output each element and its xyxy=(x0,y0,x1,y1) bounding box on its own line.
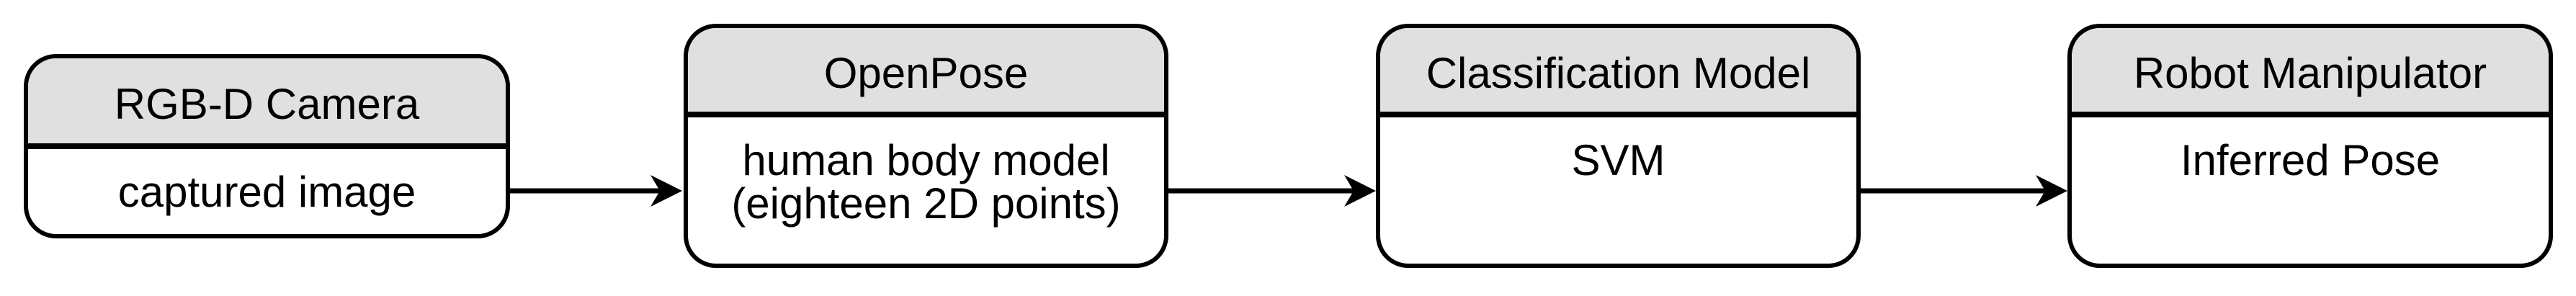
node-body: SVM xyxy=(1380,117,1856,182)
node-body: captured image xyxy=(28,149,506,214)
node-openpose: OpenPose human body model (eighteen 2D p… xyxy=(684,24,1168,268)
node-body: human body model (eighteen 2D points) xyxy=(688,117,1164,225)
node-body-line: Inferred Pose xyxy=(2180,136,2441,184)
node-title: RGB-D Camera xyxy=(28,58,506,149)
flow-arrow-2 xyxy=(1168,175,1376,207)
node-body-line: human body model xyxy=(742,136,1110,184)
flow-arrow-3 xyxy=(1861,175,2067,207)
node-body-line: (eighteen 2D points) xyxy=(731,179,1121,228)
node-classification-model: Classification Model SVM xyxy=(1376,24,1861,268)
node-rgbd-camera: RGB-D Camera captured image xyxy=(24,54,510,238)
node-body: Inferred Pose xyxy=(2072,117,2549,182)
node-title: OpenPose xyxy=(688,28,1164,117)
node-body-line: SVM xyxy=(1571,136,1665,184)
node-robot-manipulator: Robot Manipulator Inferred Pose xyxy=(2067,24,2553,268)
node-title: Robot Manipulator xyxy=(2072,28,2549,117)
node-body-line: captured image xyxy=(117,168,416,216)
node-title: Classification Model xyxy=(1380,28,1856,117)
flow-arrow-1 xyxy=(510,175,682,207)
